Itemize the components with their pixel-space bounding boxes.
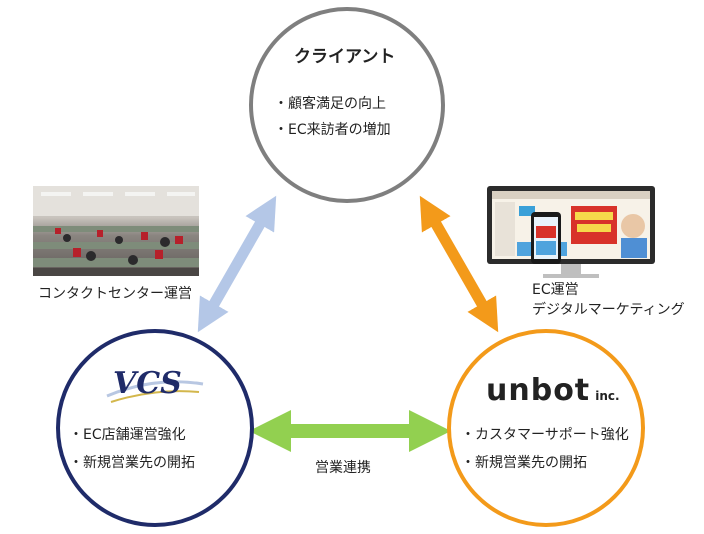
sales-alliance-caption: 営業連携	[315, 460, 371, 476]
unbot-logo-text: unbot	[486, 373, 591, 408]
vcs-bullet: 新規営業先の開拓	[69, 451, 195, 475]
unbot-bullet: 新規営業先の開拓	[461, 451, 587, 475]
client-bullet: 顧客満足の向上	[274, 92, 386, 116]
arrow-client-vcs	[197, 195, 277, 333]
digital-marketing-caption: デジタルマーケティング	[532, 302, 685, 318]
ec-screens-photo	[487, 186, 655, 278]
vcs-logo: VCS	[106, 366, 204, 403]
ec-ops-caption: EC運営	[532, 282, 579, 298]
unbot-logo-suffix: inc.	[595, 389, 620, 403]
vcs-logo-text: VCS	[113, 366, 182, 401]
client-bullet: EC来訪者の増加	[274, 118, 391, 142]
call-center-photo	[33, 186, 199, 276]
unbot-bullet: カスタマーサポート強化	[461, 423, 629, 447]
contact-center-caption: コンタクトセンター運営	[38, 286, 192, 302]
vcs-bullet: EC店舗運営強化	[69, 423, 186, 447]
unbot-logo: unbot inc.	[486, 373, 620, 408]
arrow-client-unbot	[419, 195, 499, 333]
client-title: クライアント	[294, 47, 396, 67]
